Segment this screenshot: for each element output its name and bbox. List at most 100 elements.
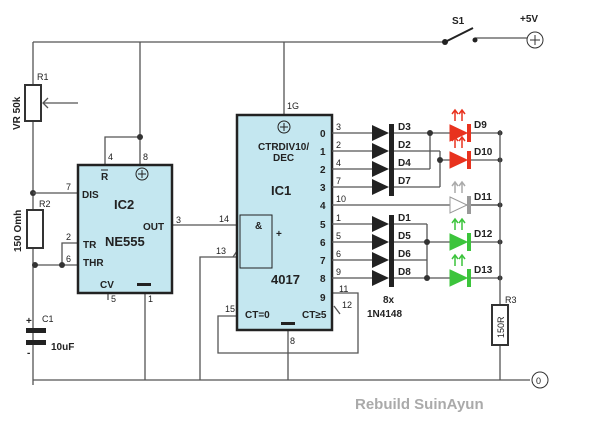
diode: D2 bbox=[372, 140, 440, 160]
ic1-output-label: 1 bbox=[320, 147, 326, 158]
svg-text:VR 50k: VR 50k bbox=[12, 96, 23, 130]
switch-s1[interactable]: S1 bbox=[442, 16, 478, 45]
diode-count: 8x bbox=[383, 295, 395, 306]
pin-number: 9 bbox=[336, 267, 341, 277]
svg-text:D7: D7 bbox=[398, 176, 411, 187]
ic1-output-label: 9 bbox=[320, 293, 326, 304]
vplus-terminal: +5V bbox=[520, 14, 544, 49]
svg-text:12: 12 bbox=[342, 300, 352, 310]
led-d11: D11 bbox=[449, 180, 503, 214]
svg-text:&: & bbox=[255, 221, 262, 232]
ic1-output-label: 7 bbox=[320, 256, 326, 267]
ic1-output-label: 0 bbox=[320, 129, 326, 140]
svg-text:IC1: IC1 bbox=[271, 183, 291, 198]
svg-text:1: 1 bbox=[148, 294, 153, 304]
diode: D3 bbox=[372, 122, 430, 142]
svg-text:D11: D11 bbox=[474, 192, 492, 203]
pin-number: 7 bbox=[336, 176, 341, 186]
ic1-output-label: 8 bbox=[320, 274, 326, 285]
svg-text:OUT: OUT bbox=[143, 222, 164, 233]
svg-text:2: 2 bbox=[66, 232, 71, 242]
svg-text:10uF: 10uF bbox=[51, 342, 74, 353]
svg-text:R3: R3 bbox=[505, 295, 517, 305]
svg-text:4: 4 bbox=[108, 152, 113, 162]
svg-text:C1: C1 bbox=[42, 314, 54, 324]
potentiometer-r1: R1 VR 50k bbox=[12, 72, 78, 130]
diode: D8 bbox=[372, 267, 427, 287]
svg-text:-: - bbox=[27, 348, 30, 359]
svg-text:CT≥5: CT≥5 bbox=[302, 310, 327, 321]
ic1-4017: 1G 14 13 15 8 12 11 CTRDIV10/DEC IC1 &+ … bbox=[216, 101, 352, 346]
ic1-output-label: 4 bbox=[320, 201, 326, 212]
svg-text:D9: D9 bbox=[474, 120, 487, 131]
svg-text:5: 5 bbox=[111, 294, 116, 304]
svg-text:DIS: DIS bbox=[82, 190, 99, 201]
led-d12: D12 bbox=[449, 217, 503, 251]
ic1-output-label: 3 bbox=[320, 183, 326, 194]
svg-text:DEC: DEC bbox=[273, 153, 294, 164]
svg-text:11: 11 bbox=[339, 284, 348, 294]
switch-label: S1 bbox=[452, 16, 465, 27]
svg-text:13: 13 bbox=[216, 246, 226, 256]
svg-text:NE555: NE555 bbox=[105, 234, 145, 249]
led-d10: D10 bbox=[449, 135, 503, 169]
svg-text:D13: D13 bbox=[474, 265, 493, 276]
vplus-label: +5V bbox=[520, 14, 538, 25]
svg-text:TR: TR bbox=[83, 240, 97, 251]
svg-text:D1: D1 bbox=[398, 213, 411, 224]
svg-text:+: + bbox=[276, 229, 282, 240]
svg-text:D8: D8 bbox=[398, 267, 411, 278]
led-d13: D13 bbox=[449, 253, 503, 287]
diode: D6 bbox=[372, 249, 427, 269]
pin-number: 4 bbox=[336, 158, 341, 168]
watermark: Rebuild SuinAyun bbox=[355, 396, 484, 413]
diode: D1 bbox=[372, 213, 427, 233]
ic1-output-label: 2 bbox=[320, 165, 326, 176]
svg-text:+: + bbox=[26, 316, 32, 327]
capacitor-c1: + - C1 10uF bbox=[26, 314, 74, 359]
svg-text:IC2: IC2 bbox=[114, 197, 134, 212]
diode: D5 bbox=[372, 231, 427, 251]
svg-text:CTRDIV10/: CTRDIV10/ bbox=[258, 142, 309, 153]
svg-text:R1: R1 bbox=[37, 72, 49, 82]
svg-text:1G: 1G bbox=[287, 101, 299, 111]
pin-number: 6 bbox=[336, 249, 341, 259]
pin-number: 2 bbox=[336, 140, 341, 150]
svg-text:CT=0: CT=0 bbox=[245, 310, 270, 321]
pin-number: 10 bbox=[336, 194, 346, 204]
svg-text:4017: 4017 bbox=[271, 272, 300, 287]
resistor-r2: R2 150 Omh bbox=[13, 199, 51, 252]
diode: D7 bbox=[372, 176, 440, 196]
top-rail bbox=[32, 37, 530, 385]
svg-text:7: 7 bbox=[66, 182, 71, 192]
ic1-output-label: 6 bbox=[320, 238, 326, 249]
pin-number: 3 bbox=[336, 122, 341, 132]
resistor-r3: R3 150R bbox=[491, 295, 517, 346]
pin-number: 1 bbox=[336, 213, 341, 223]
led-d9: D9 bbox=[449, 108, 503, 142]
svg-text:150 Omh: 150 Omh bbox=[13, 210, 24, 252]
svg-text:D5: D5 bbox=[398, 231, 411, 242]
svg-text:D4: D4 bbox=[398, 158, 411, 169]
svg-text:THR: THR bbox=[83, 258, 104, 269]
svg-text:6: 6 bbox=[66, 254, 71, 264]
svg-text:R2: R2 bbox=[39, 199, 51, 209]
ic1-output-label: 5 bbox=[320, 220, 326, 231]
svg-text:150R: 150R bbox=[496, 316, 506, 338]
diode-part: 1N4148 bbox=[367, 309, 402, 320]
svg-text:15: 15 bbox=[225, 304, 235, 314]
svg-text:D12: D12 bbox=[474, 229, 493, 240]
ground-terminal: 0 bbox=[531, 371, 549, 389]
svg-text:14: 14 bbox=[219, 214, 229, 224]
svg-text:D10: D10 bbox=[474, 147, 493, 158]
svg-text:3: 3 bbox=[176, 215, 181, 225]
diode: D4 bbox=[372, 158, 430, 178]
svg-text:0: 0 bbox=[536, 376, 541, 386]
svg-text:8: 8 bbox=[143, 152, 148, 162]
pin-number: 5 bbox=[336, 231, 341, 241]
svg-text:D2: D2 bbox=[398, 140, 411, 151]
svg-text:R: R bbox=[101, 172, 109, 183]
